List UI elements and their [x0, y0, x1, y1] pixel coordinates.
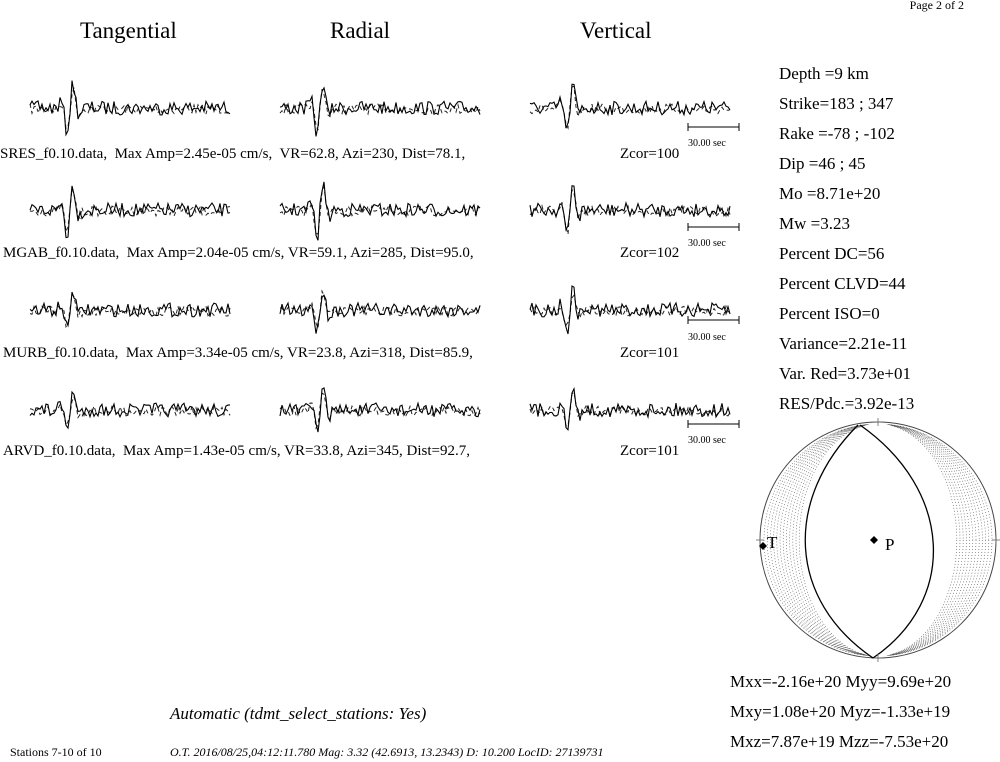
station-azi: Azi=345, [346, 443, 403, 459]
station-max-amp: Max Amp=3.34e-05 cm/s, [125, 345, 284, 361]
station-dist: Dist=78.1, [401, 146, 466, 162]
moment-tensor-line-1: Mxx=-2.16e+20 Myy=9.69e+20 [730, 672, 952, 691]
scale-bars [687, 123, 740, 428]
param-variance: Variance=2.21e-11 [779, 334, 908, 353]
synthetic-trace [29, 87, 231, 130]
station-name: ARVD_f0.10.data, [3, 443, 116, 459]
focal-mechanism-beachball [756, 418, 1000, 662]
observed-trace [279, 294, 481, 334]
nodal-plane-1 [804, 424, 874, 659]
station-name: SRES_f0.10.data, [0, 146, 108, 162]
station-max-amp: Max Amp=2.45e-05 cm/s, [114, 146, 273, 162]
column-header-tangential: Tangential [80, 18, 177, 43]
param-strike: Strike=183 ; 347 [779, 94, 894, 113]
station-max-amp: Max Amp=1.43e-05 cm/s, [123, 443, 281, 459]
automatic-note: Automatic (tdmt_select_stations: Yes) [170, 704, 427, 723]
param-dip: Dip =46 ; 45 [779, 154, 866, 173]
station-dist: Dist=85.9, [409, 345, 473, 361]
p-axis-marker [870, 536, 878, 544]
observed-trace [29, 390, 231, 430]
t-axis-label: T [767, 533, 778, 552]
synthetic-trace [279, 392, 481, 430]
compressional-shading [770, 423, 986, 657]
station-vr: VR=62.8, [279, 146, 339, 162]
origin-info: O.T. 2016/08/25,04:12:11.780 Mag: 3.32 (… [170, 745, 604, 760]
station-name: MGAB_f0.10.data, [3, 245, 120, 261]
observed-trace [279, 387, 481, 433]
observed-trace [529, 285, 731, 335]
nodal-plane-2 [859, 424, 935, 659]
compressional-shading [776, 423, 980, 657]
synthetic-trace [279, 89, 481, 131]
observed-trace [529, 185, 731, 232]
observed-trace [279, 181, 481, 241]
station-azi: Azi=285, [350, 245, 407, 261]
scale-bar-label-1: 30.00 sec [688, 138, 726, 149]
station-azi: Azi=230, [341, 146, 399, 162]
param-depth: Depth =9 km [779, 64, 869, 83]
station-info-row: ARVD_f0.10.data, Max Amp=1.43e-05 cm/s, … [3, 443, 470, 460]
station-zcor: Zcor=100 [620, 146, 680, 162]
synthetic-trace [29, 293, 231, 329]
station-vr: VR=23.8, [287, 345, 347, 361]
observed-trace [279, 86, 481, 137]
origin-info-text: O.T. 2016/08/25,04:12:11.780 Mag: 3.32 (… [170, 745, 604, 759]
station-zcor: Zcor=101 [620, 443, 680, 459]
compressional-shading [792, 423, 964, 657]
param-rake: Rake =-78 ; -102 [779, 124, 895, 143]
station-vr: VR=59.1, [287, 245, 348, 261]
observed-trace [29, 185, 231, 239]
synthetic-trace [29, 395, 231, 427]
station-dist: Dist=92.7, [406, 443, 470, 459]
page-number: Page 2 of 2 [909, 0, 964, 12]
stations-range: Stations 7-10 of 10 [10, 745, 102, 759]
observed-trace [529, 83, 731, 129]
moment-tensor-line-3: Mxz=7.87e+19 Mzz=-7.53e+20 [730, 732, 949, 751]
param-mo: Mo =8.71e+20 [779, 184, 881, 203]
synthetic-trace [529, 391, 731, 427]
observed-trace [29, 291, 231, 328]
observed-trace [29, 80, 231, 137]
station-max-amp: Max Amp=2.04e-05 cm/s, [126, 245, 285, 261]
scale-bar-label-4: 30.00 sec [688, 435, 726, 446]
moment-tensor-line-2: Mxy=1.08e+20 Myz=-1.33e+19 [730, 702, 951, 721]
station-zcor: Zcor=101 [620, 345, 680, 361]
station-dist: Dist=95.0, [410, 245, 474, 261]
station-vr: VR=33.8, [284, 443, 344, 459]
param-mw: Mw =3.23 [779, 214, 850, 233]
observed-trace [529, 386, 731, 431]
scale-bar-label-2: 30.00 sec [688, 238, 726, 249]
param-var-red: Var. Red=3.73e+01 [779, 364, 912, 383]
column-header-vertical: Vertical [580, 18, 652, 43]
p-axis-label: P [885, 535, 895, 554]
param-res-pdc: RES/Pdc.=3.92e-13 [779, 394, 915, 413]
station-info-row: SRES_f0.10.data, Max Amp=2.45e-05 cm/s, … [0, 146, 465, 163]
synthetic-trace [279, 186, 481, 235]
station-name: MURB_f0.10.data, [3, 345, 119, 361]
scale-bar-label-3: 30.00 sec [688, 332, 726, 343]
station-info-row: MGAB_f0.10.data, Max Amp=2.04e-05 cm/s, … [3, 245, 474, 262]
param-percent-dc: Percent DC=56 [779, 244, 885, 263]
param-percent-iso: Percent ISO=0 [779, 304, 880, 323]
station-azi: Azi=318, [349, 345, 406, 361]
station-info-row: MURB_f0.10.data, Max Amp=3.34e-05 cm/s, … [3, 345, 473, 362]
param-percent-clvd: Percent CLVD=44 [779, 274, 906, 293]
t-axis-marker [759, 542, 767, 550]
waveform-traces [29, 80, 731, 433]
synthetic-trace [29, 188, 231, 234]
station-zcor: Zcor=102 [620, 245, 680, 261]
column-header-radial: Radial [330, 18, 391, 43]
